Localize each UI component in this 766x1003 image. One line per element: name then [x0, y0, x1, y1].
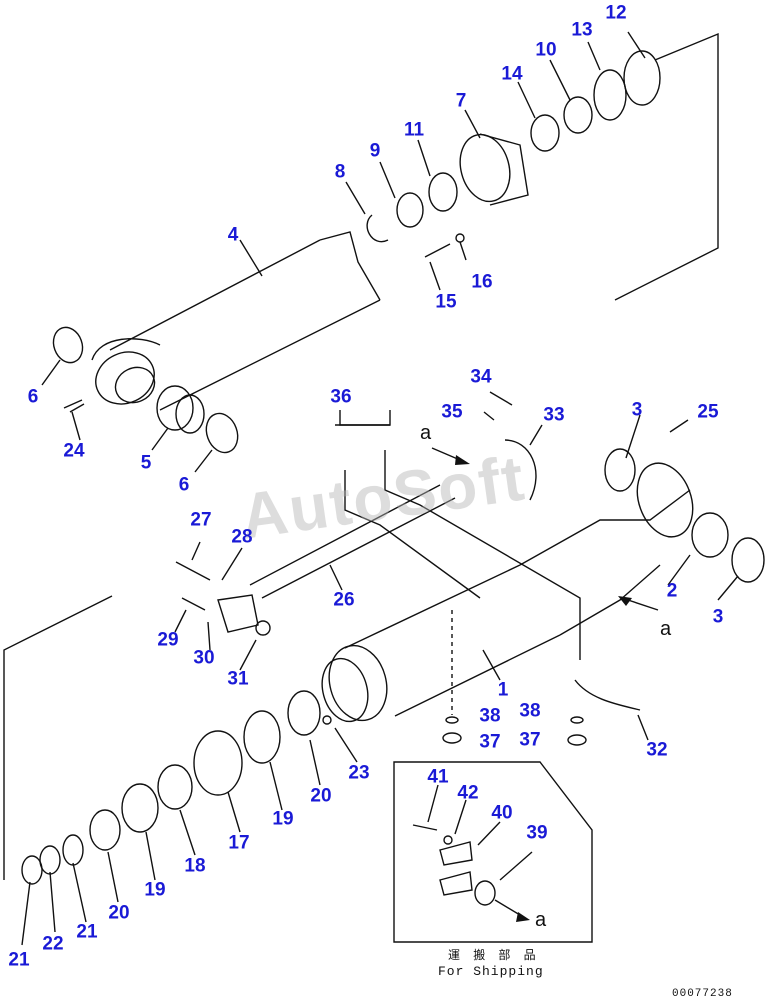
callout-22: 22	[42, 933, 64, 955]
reference-a-right: a	[660, 618, 672, 640]
callout-39: 39	[526, 822, 548, 844]
callout-27: 27	[190, 509, 212, 531]
callout-7: 7	[455, 90, 467, 112]
callout-20-right: 20	[310, 785, 332, 807]
callout-13: 13	[571, 19, 593, 41]
callout-37-right: 37	[519, 729, 541, 751]
callout-23: 23	[348, 762, 370, 784]
callout-3-lower: 3	[712, 606, 724, 628]
shipping-label-japanese: 運 搬 部 品	[448, 949, 539, 963]
callout-6-lower: 6	[178, 474, 190, 496]
callout-10: 10	[535, 39, 557, 61]
callout-14: 14	[501, 63, 523, 85]
callout-38-right: 38	[519, 700, 541, 722]
callout-41: 41	[427, 766, 449, 788]
callout-32: 32	[646, 739, 668, 761]
callout-19-left: 19	[144, 879, 166, 901]
callout-24: 24	[63, 440, 85, 462]
callout-31: 31	[227, 668, 249, 690]
callout-6-upper: 6	[27, 386, 39, 408]
callout-20-left: 20	[108, 902, 130, 924]
callout-16: 16	[471, 271, 493, 293]
callout-11: 11	[403, 119, 425, 141]
callout-2: 2	[666, 580, 678, 602]
callout-35: 35	[441, 401, 463, 423]
callout-26: 26	[333, 589, 355, 611]
callout-40: 40	[491, 802, 513, 824]
callout-12: 12	[605, 2, 627, 24]
callout-30: 30	[193, 647, 215, 669]
callout-21-right: 21	[76, 921, 98, 943]
callout-33: 33	[543, 404, 565, 426]
callout-3-upper: 3	[631, 399, 643, 421]
callout-15: 15	[435, 291, 457, 313]
callout-25: 25	[697, 401, 719, 423]
callout-5: 5	[140, 452, 152, 474]
reference-a-upper: a	[420, 422, 432, 444]
callout-42: 42	[457, 782, 479, 804]
callout-9: 9	[369, 140, 381, 162]
reference-a-shipping: a	[535, 909, 547, 931]
document-number: 00077238	[672, 988, 733, 1000]
callout-21-left: 21	[8, 949, 30, 971]
callout-28: 28	[231, 526, 253, 548]
callout-4: 4	[227, 224, 239, 246]
callout-34: 34	[470, 366, 492, 388]
callout-36: 36	[330, 386, 352, 408]
callout-1: 1	[497, 679, 509, 701]
callout-8: 8	[334, 161, 346, 183]
callout-37-left: 37	[479, 731, 501, 753]
callout-18: 18	[184, 855, 206, 877]
shipping-label-english: For Shipping	[438, 964, 544, 979]
callout-38-left: 38	[479, 705, 501, 727]
callout-17: 17	[228, 832, 250, 854]
callout-29: 29	[157, 629, 179, 651]
callout-19-right: 19	[272, 808, 294, 830]
